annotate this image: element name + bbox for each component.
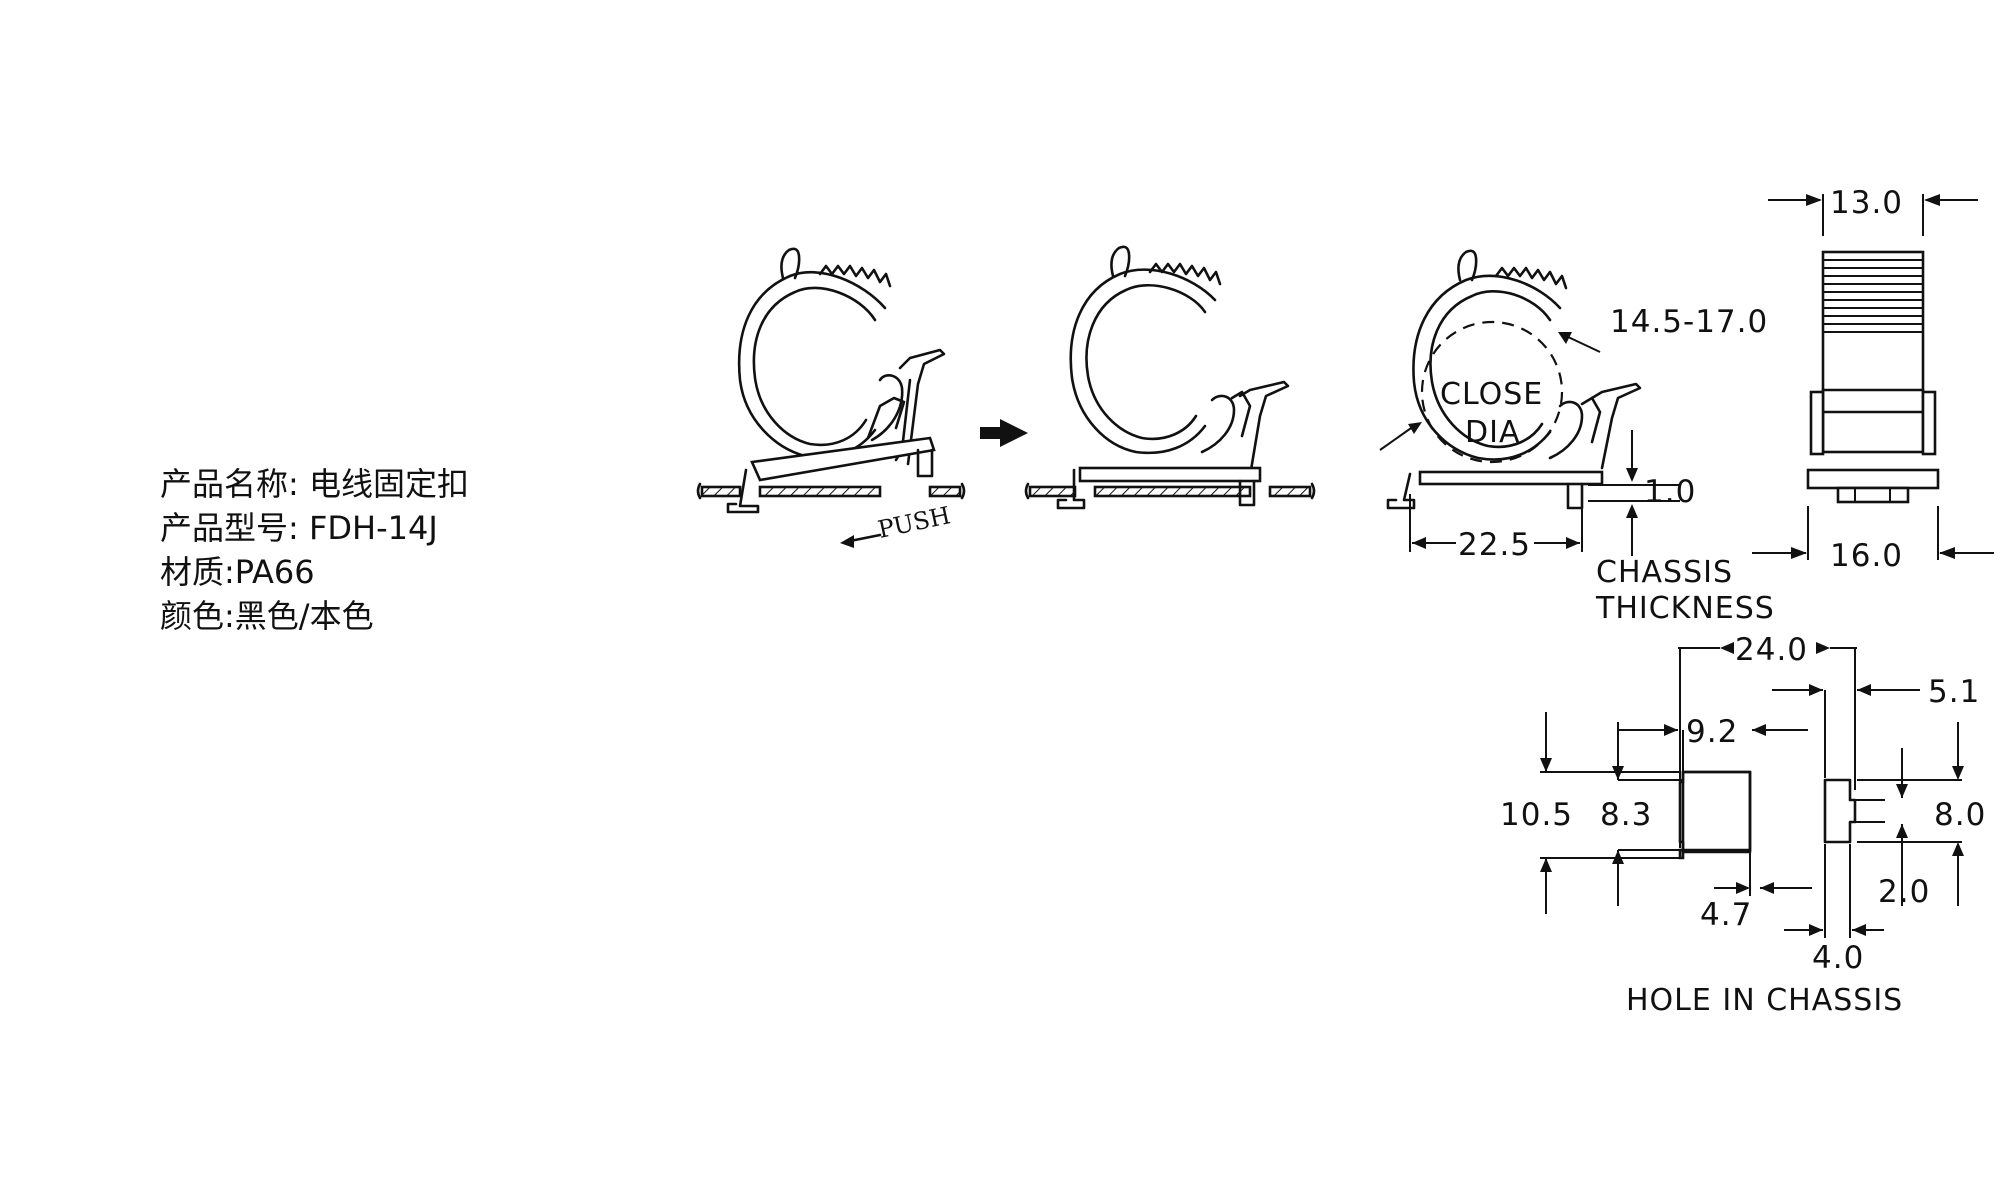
chassis-label: THICKNESS [1595, 591, 1775, 626]
total-height-value: 10.5 [1500, 797, 1573, 833]
clip-ring [737, 270, 887, 459]
right-gap-value: 4.0 [1812, 940, 1864, 976]
push-label: PUSH [875, 501, 953, 544]
chassis-plate [1268, 485, 1312, 498]
step-width-value: 9.2 [1686, 714, 1738, 750]
material-text: 材质:PA66 [160, 553, 315, 591]
transition-arrow [980, 419, 1028, 447]
chassis-plate [700, 485, 742, 498]
product-model-text: 产品型号: FDH-14J [160, 509, 438, 547]
inner-height-value: 8.3 [1600, 797, 1652, 833]
chassis-plate [928, 485, 962, 498]
top-width-value: 13.0 [1830, 185, 1903, 221]
overall-length-value: 24.0 [1735, 632, 1808, 668]
left-gap-value: 4.7 [1700, 897, 1752, 933]
hole-in-chassis-view: 24.0 5.1 9.2 10.5 8.3 8.0 2.0 4.7 4.0 [1500, 632, 1986, 1018]
chassis-thickness-value: 1.0 [1644, 474, 1696, 510]
clip-view-dimensioned: CLOSE DIA 14.5-17.0 1.0 CHASSIS THICKNES… [1379, 249, 1775, 626]
chassis-label: CHASSIS [1596, 555, 1733, 590]
close-dia-range-label: 14.5-17.0 [1610, 304, 1768, 340]
clip-base [1078, 466, 1262, 483]
clip-view-installed [1024, 245, 1316, 510]
close-dia-label: DIA [1465, 415, 1520, 450]
hole-left-shape [1678, 770, 1752, 854]
neck-width-value: 2.0 [1878, 874, 1930, 910]
chassis-plate [1028, 485, 1077, 498]
chassis-plate [1093, 485, 1252, 498]
clip-ring [1069, 268, 1217, 455]
product-name-text: 产品名称: 电线固定扣 [160, 465, 469, 503]
clip-base [1418, 470, 1604, 486]
close-dia-circle [1420, 320, 1564, 464]
close-dia-label: CLOSE [1440, 377, 1543, 412]
hole-in-chassis-caption: HOLE IN CHASSIS [1626, 983, 1903, 1018]
hole-right-shape [1823, 778, 1857, 844]
clip-view-pushing: PUSH [696, 247, 966, 548]
base-width-value: 16.0 [1830, 538, 1903, 574]
chassis-plate [758, 485, 882, 498]
slot-right-value: 5.1 [1928, 674, 1980, 710]
right-height-value: 8.0 [1934, 797, 1986, 833]
color-text: 颜色:黑色/本色 [160, 597, 374, 635]
base-length-value: 22.5 [1458, 527, 1531, 563]
clip-front-body [1821, 250, 1925, 454]
product-spec-block: 产品名称: 电线固定扣 产品型号: FDH-14J 材质:PA66 颜色:黑色/… [160, 462, 469, 638]
clip-base [750, 436, 936, 482]
clip-view-front: 13.0 16.0 [1752, 185, 1994, 574]
